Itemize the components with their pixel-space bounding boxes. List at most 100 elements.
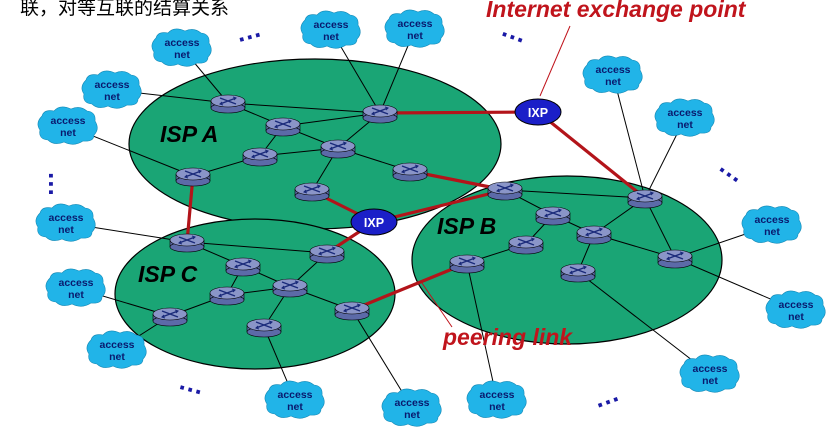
ixp-node-icon: [350, 208, 398, 236]
access-net-cloud-icon: [654, 98, 715, 137]
access-net-cloud-icon: [466, 380, 527, 419]
ixp-middle-label: IXP: [364, 216, 384, 230]
access-net-cloud-icon: [151, 28, 212, 67]
access-net-cloud-icon: [582, 55, 643, 94]
router-icon: [246, 318, 282, 338]
access-net-label-line1: access: [58, 277, 93, 289]
ellipsis-bottom-left: …: [176, 365, 210, 401]
access-net-cloud-icon: [300, 10, 361, 49]
router-icon: [225, 257, 261, 277]
router-icon: [210, 94, 246, 114]
access-link: [612, 74, 646, 199]
peering-link-label: peering link: [442, 324, 573, 350]
access-net-cloud-icon: [741, 205, 802, 244]
access-net-label-line1: access: [94, 79, 129, 91]
access-net-label-line2: net: [104, 91, 120, 103]
router-icon: [169, 233, 205, 253]
router-icon: [294, 182, 330, 202]
isp-a-label: ISP A: [160, 121, 218, 147]
access-link: [466, 262, 498, 401]
ellipsis-right: …: [714, 149, 753, 189]
access-net-label-line1: access: [692, 363, 727, 375]
access-net-label-line1: access: [397, 18, 432, 30]
isp-b-region: [411, 175, 723, 345]
peering-link: [536, 110, 647, 200]
router-icon: [560, 263, 596, 283]
router-icon: [535, 206, 571, 226]
internal-link: [504, 189, 646, 199]
access-net-cloud-icon: [765, 290, 826, 329]
router-icon: [242, 147, 278, 167]
access-net-label-line2: net: [68, 289, 84, 301]
access-net-cloud-icon: [37, 106, 98, 145]
header-text: 联，对等互联的结算关系: [20, 0, 229, 19]
isp-regions: [114, 58, 723, 370]
ixp-callout-label: Internet exchange point: [486, 0, 747, 22]
access-net-label-line1: access: [50, 115, 85, 127]
router-icon: [309, 244, 345, 264]
access-net-cloud-icon: [45, 268, 106, 307]
router-icon: [657, 249, 693, 269]
access-net-label-line1: access: [479, 389, 514, 401]
router-icon: [627, 189, 663, 209]
isp-c-label: ISP C: [138, 261, 198, 287]
access-net-label-line2: net: [788, 311, 804, 323]
router-icon: [175, 167, 211, 187]
peering-link-callout-line: [421, 282, 453, 328]
router-icon: [449, 254, 485, 274]
access-net-label-line2: net: [407, 30, 423, 42]
access-net-label-line1: access: [99, 339, 134, 351]
access-net-label-line1: access: [277, 389, 312, 401]
ixp-node-middle: IXP: [350, 208, 398, 236]
access-net-label-line2: net: [287, 401, 303, 413]
access-net-label-line2: net: [60, 127, 76, 139]
peering-link: [351, 261, 468, 312]
ixp-node-top: IXP: [514, 98, 562, 126]
peering-link: [185, 175, 195, 243]
router-icon: [320, 139, 356, 159]
ixp-top-label: IXP: [528, 106, 548, 120]
ixp-node-icon: [514, 98, 562, 126]
access-net-label-line2: net: [489, 401, 505, 413]
access-net-label-line1: access: [667, 107, 702, 119]
access-net-label-line2: net: [605, 76, 621, 88]
access-net-cloud-icon: [35, 203, 96, 242]
access-net-label-line2: net: [323, 31, 339, 43]
access-net-cloud-icon: [679, 354, 740, 393]
router-icon: [209, 286, 245, 306]
router-icon: [487, 181, 523, 201]
isp-b-label: ISP B: [437, 213, 496, 239]
peering-link: [379, 110, 539, 115]
access-net-cloud-icon: [86, 330, 147, 369]
access-net-label-line1: access: [394, 397, 429, 409]
ellipsis-left: …: [43, 171, 73, 198]
routers: [152, 94, 693, 338]
access-net-label-line2: net: [404, 409, 420, 421]
router-icon: [508, 235, 544, 255]
ellipsis-bottom-right: …: [588, 377, 624, 414]
access-net-cloud-icon: [81, 70, 142, 109]
access-net-label-line1: access: [754, 214, 789, 226]
isp-c-region: [114, 218, 396, 370]
router-icon: [392, 162, 428, 182]
access-net-label-line2: net: [702, 375, 718, 387]
access-net-label-line2: net: [677, 119, 693, 131]
access-net-label-line1: access: [778, 299, 813, 311]
router-icon: [152, 307, 188, 327]
access-net-label-line2: net: [174, 49, 190, 61]
